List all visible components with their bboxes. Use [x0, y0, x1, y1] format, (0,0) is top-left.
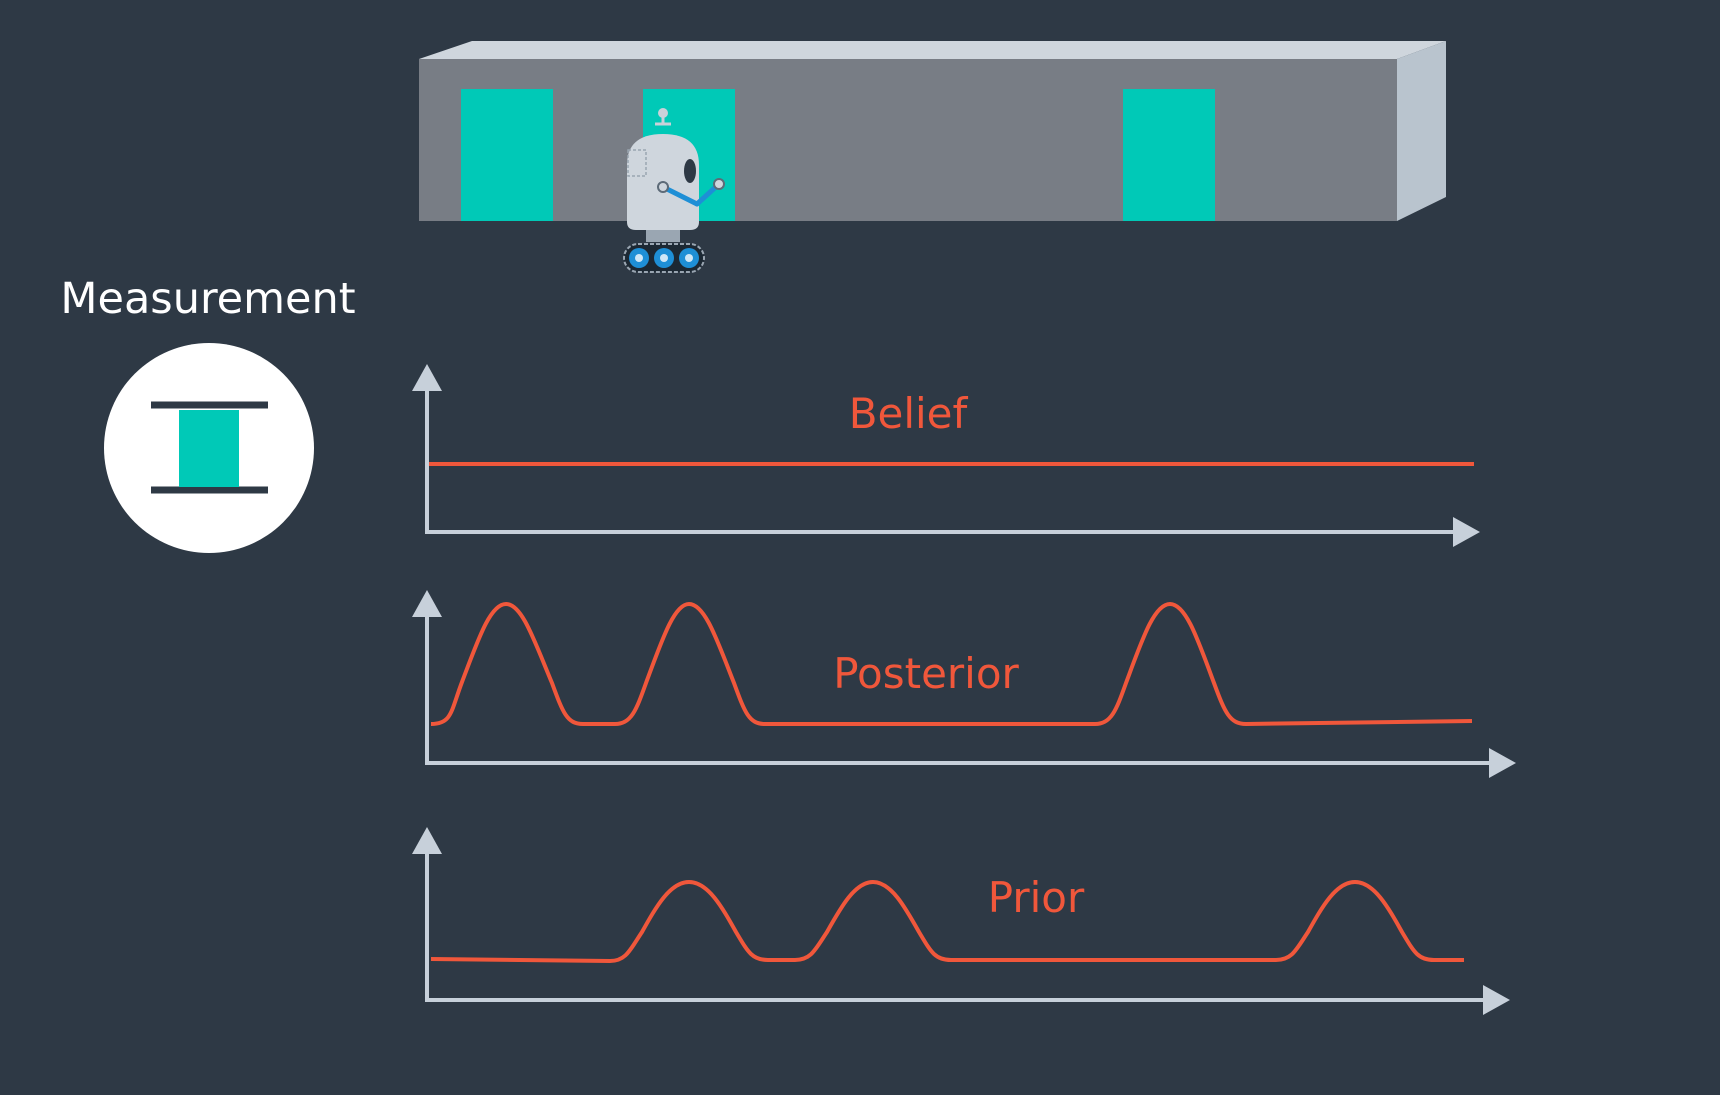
- door-3: [1123, 89, 1215, 221]
- posterior-curve: [430, 602, 1473, 726]
- belief-x-arrow: [1453, 517, 1480, 547]
- hallway-end: [1397, 41, 1446, 221]
- belief-title: Belief: [849, 389, 969, 438]
- prior-curve: [430, 880, 1464, 963]
- posterior-y-arrow: [412, 590, 442, 617]
- prior-chart: Prior: [412, 827, 1510, 1015]
- prior-x-arrow: [1483, 985, 1510, 1015]
- measurement-door-icon: [104, 343, 314, 553]
- hallway-wall: [419, 59, 1397, 221]
- belief-y-arrow: [412, 364, 442, 391]
- robot-icon: [623, 108, 725, 273]
- belief-chart: Belief: [412, 364, 1480, 547]
- prior-y-arrow: [412, 827, 442, 854]
- posterior-x-arrow: [1489, 748, 1516, 778]
- door-1: [461, 89, 553, 221]
- hallway: [419, 41, 1446, 221]
- prior-title: Prior: [988, 873, 1085, 922]
- posterior-title: Posterior: [833, 649, 1019, 698]
- measurement-label: Measurement: [60, 274, 355, 324]
- posterior-chart: Posterior: [412, 590, 1516, 778]
- hallway-top: [419, 41, 1446, 59]
